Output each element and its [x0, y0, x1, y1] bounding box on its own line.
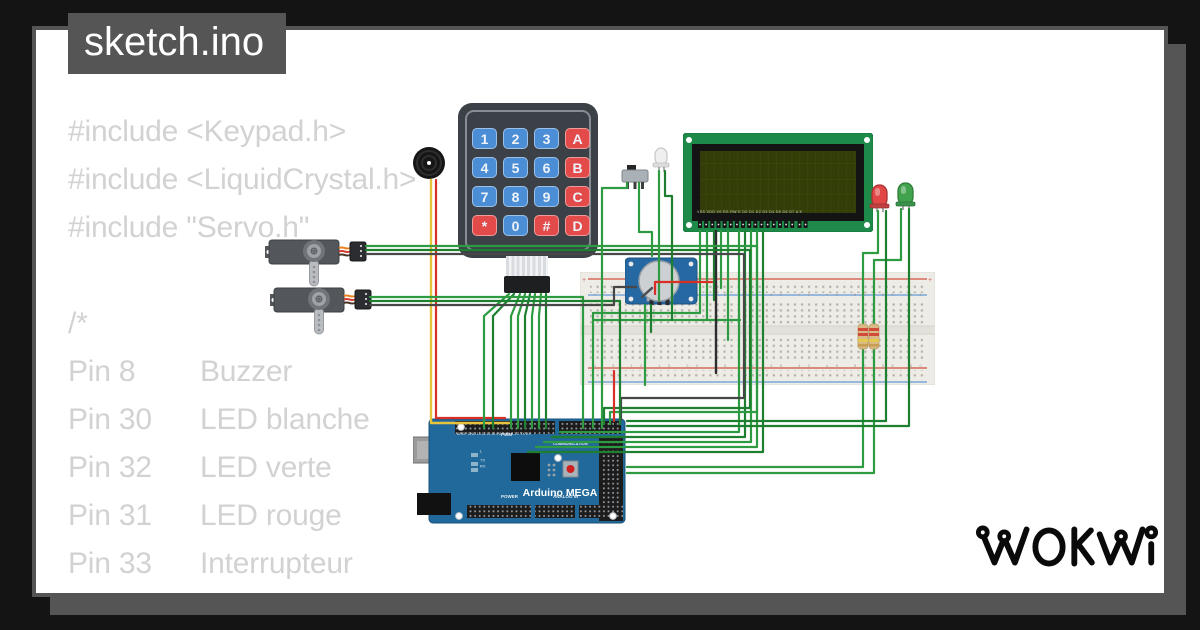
- code-pin-desc: Buzzer: [200, 355, 293, 388]
- lcd-display: VSS VDD V0 RS RW E D0 D1 D2 D3 D4 D5 D6 …: [683, 133, 873, 232]
- code-line: Pin 32 LED verte: [68, 444, 506, 492]
- servo-1[interactable]: [265, 238, 367, 288]
- file-tab[interactable]: sketch.ino: [68, 13, 286, 74]
- keypad-key-2[interactable]: 2: [503, 128, 528, 149]
- servo-2[interactable]: [270, 286, 372, 336]
- keypad-key-3[interactable]: 3: [534, 128, 559, 149]
- keypad-key-D[interactable]: D: [565, 215, 590, 236]
- keypad-key-9[interactable]: 9: [534, 186, 559, 207]
- code-line: Pin 30 LED blanche: [68, 396, 506, 444]
- tx-led-label: TX: [480, 458, 485, 463]
- keypad-key-#[interactable]: #: [534, 215, 559, 236]
- servo-connector: [349, 241, 367, 262]
- lcd-pin-labels: VSS VDD V0 RS RW E D0 D1 D2 D3 D4 D5 D6 …: [697, 210, 803, 214]
- led-white: [652, 147, 670, 172]
- code-text: #include <Keypad.h>: [68, 115, 347, 148]
- keypad-key-5[interactable]: 5: [503, 157, 528, 178]
- mounting-hole: [686, 137, 692, 143]
- code-pin-desc: Interrupteur: [200, 547, 353, 580]
- code-pin-desc: LED blanche: [200, 403, 370, 436]
- arduino-mega-board: AREF GND 13 12 11 10 9 8 7 6 5 4 3 2 TX …: [413, 418, 626, 524]
- keypad-key-4[interactable]: 4: [472, 157, 497, 178]
- plus-mark: +: [928, 277, 932, 284]
- code-text: /*: [68, 307, 88, 340]
- plus-mark: +: [582, 277, 586, 284]
- code-line: #include <LiquidCrystal.h>: [68, 156, 506, 204]
- mounting-hole: [457, 423, 465, 431]
- lcd-screen: [700, 151, 856, 213]
- code-pin-desc: LED verte: [200, 451, 332, 484]
- communication-label: COMMUNICATION: [553, 441, 588, 446]
- code-line: #include "Servo.h": [68, 204, 506, 252]
- keypad-ribbon-pins: [506, 256, 548, 278]
- rx-led-label: RX: [480, 464, 486, 469]
- led-red: [869, 184, 890, 212]
- keypad-key-6[interactable]: 6: [534, 157, 559, 178]
- mounting-hole: [864, 222, 870, 228]
- servo-connector: [354, 289, 372, 310]
- code-text: #include "Servo.h": [68, 211, 310, 244]
- keypad-key-C[interactable]: C: [565, 186, 590, 207]
- code-line: #include <Keypad.h>: [68, 108, 506, 156]
- pwm-label: PWM: [501, 432, 512, 437]
- keypad-ribbon-connector: [504, 276, 550, 293]
- power-jack: [417, 493, 451, 515]
- keypad-key-1[interactable]: 1: [472, 128, 497, 149]
- mounting-hole: [455, 512, 463, 520]
- keypad-key-0[interactable]: 0: [503, 215, 528, 236]
- led-green: [895, 182, 916, 210]
- power-label: POWER: [501, 494, 519, 499]
- file-tab-label: sketch.ino: [84, 20, 265, 64]
- mounting-hole: [554, 454, 562, 462]
- keypad-key-8[interactable]: 8: [503, 186, 528, 207]
- code-text: #include <LiquidCrystal.h>: [68, 163, 417, 196]
- slide-switch[interactable]: [618, 162, 652, 192]
- code-line: Pin 33 Interrupteur: [68, 540, 506, 588]
- svg-text:AREF GND 13 12 11 10 9 8 7 6 5: AREF GND 13 12 11 10 9 8 7 6 5 4 3 2 TX …: [457, 432, 531, 436]
- code-line: /*: [68, 300, 506, 348]
- keypad-key-*[interactable]: *: [472, 215, 497, 236]
- resistor-2: [868, 319, 880, 354]
- code-pin: Pin 33: [68, 547, 152, 580]
- l-led-label: L: [480, 449, 483, 454]
- keypad-key-B[interactable]: B: [565, 157, 590, 178]
- icsp-pins: [547, 463, 556, 477]
- code-pin: Pin 8: [68, 355, 136, 388]
- code-pin: Pin 31: [68, 499, 152, 532]
- code-listing: #include <Keypad.h> #include <LiquidCryst…: [68, 108, 506, 593]
- mounting-hole: [686, 222, 692, 228]
- code-pin: Pin 30: [68, 403, 152, 436]
- code-pin-desc: LED rouge: [200, 499, 342, 532]
- wokwi-logo: WOKWI: [975, 525, 1159, 567]
- mounting-hole: [609, 512, 617, 520]
- board-title: Arduino MEGA: [523, 487, 598, 499]
- buzzer: [413, 147, 445, 179]
- code-line: Pin 31 LED rouge: [68, 492, 506, 540]
- keypad-key-A[interactable]: A: [565, 128, 590, 149]
- mounting-hole: [864, 137, 870, 143]
- analog-in-label: ANALOG IN: [553, 494, 578, 499]
- keypad-key-7[interactable]: 7: [472, 186, 497, 207]
- code-line: Pin 8 Buzzer: [68, 348, 506, 396]
- potentiometer[interactable]: [625, 256, 699, 306]
- code-pin: Pin 32: [68, 451, 152, 484]
- reset-button[interactable]: [562, 460, 579, 478]
- mcu-chip: [511, 453, 540, 481]
